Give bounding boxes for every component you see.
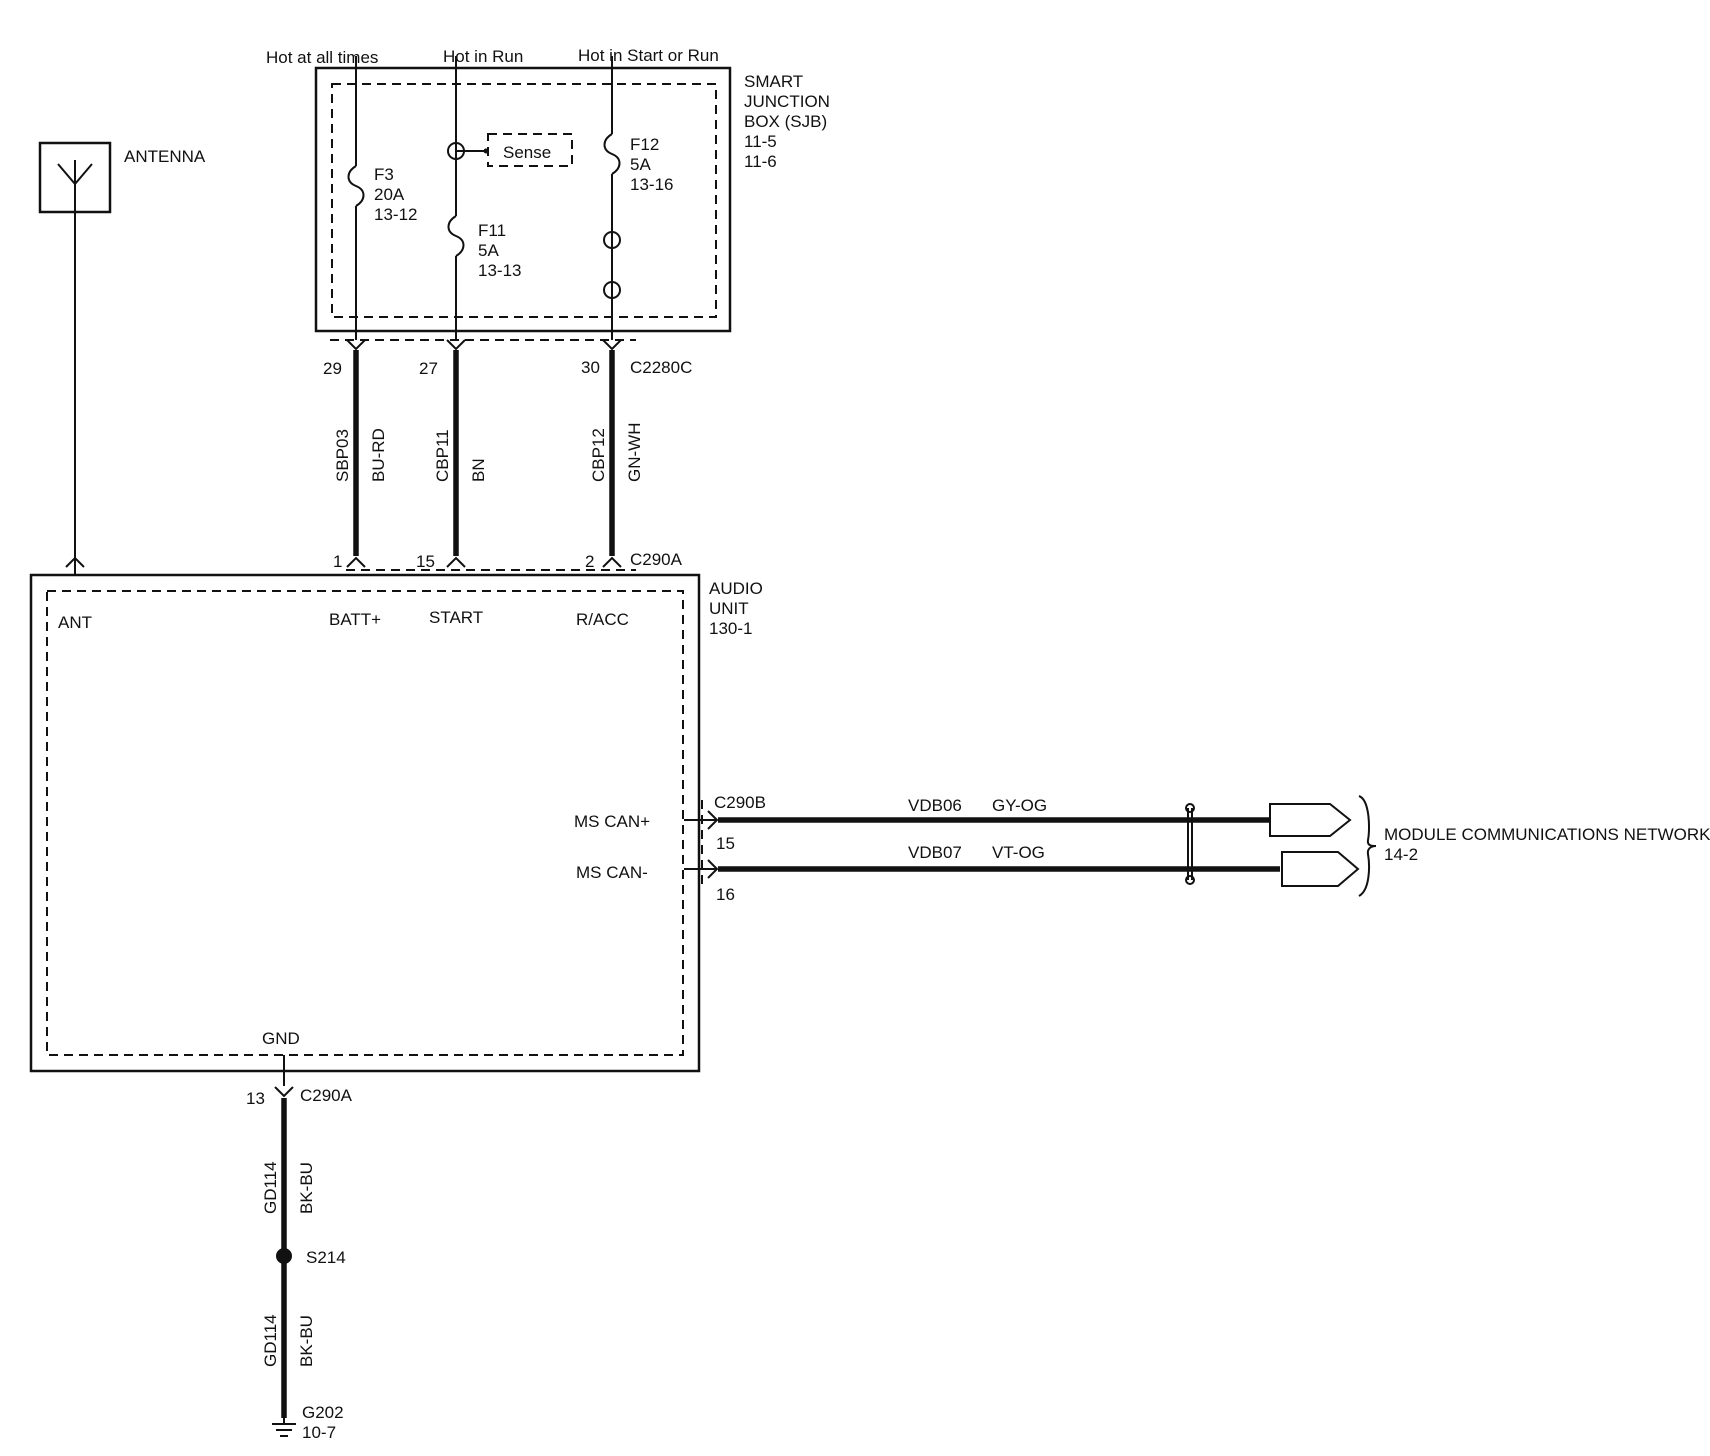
ground-circuit-id: GD114 xyxy=(261,1161,280,1214)
can-minus-color: VT-OG xyxy=(992,843,1045,862)
circuit-cbp11-id: CBP11 xyxy=(433,429,452,482)
splice-s214-icon xyxy=(276,1248,292,1264)
circuit-cbp12-color: GN-WH xyxy=(625,423,644,482)
fuse-f12-name: F12 xyxy=(630,135,659,154)
audio-unit-label-line2: UNIT xyxy=(709,599,749,618)
connector-pin-icon xyxy=(346,556,366,568)
network-label-line1: MODULE COMMUNICATIONS NETWORK xyxy=(1384,825,1710,844)
fuse-f3-ref: 13-12 xyxy=(374,205,417,224)
sjb-label-line2: JUNCTION xyxy=(744,92,830,111)
audio-unit-outline xyxy=(29,573,701,1073)
ground-g202-ref: 10-7 xyxy=(302,1423,336,1442)
sjb-connector-c2280c: C2280C xyxy=(630,358,692,377)
audio-pin-label-ms-can-plus: MS CAN+ xyxy=(574,812,650,831)
connector-pin-icon xyxy=(707,859,719,879)
circuit-cbp12-id: CBP12 xyxy=(589,428,608,482)
sjb-ref-1: 11-5 xyxy=(744,132,777,151)
audio-connector-c290a: C290A xyxy=(630,550,683,569)
can-plus-circuit: VDB06 xyxy=(908,796,962,815)
circuit-junction-icon xyxy=(603,231,621,249)
circuit-sbp03-id: SBP03 xyxy=(333,429,352,482)
antenna-label: ANTENNA xyxy=(124,147,206,166)
audio-pin-2: 2 xyxy=(585,552,594,571)
ground-g202-label: G202 xyxy=(302,1403,344,1422)
network-connector-icon xyxy=(1281,851,1360,887)
antenna-icon xyxy=(57,160,93,212)
fuse-f3-icon xyxy=(347,165,365,207)
sjb-outline xyxy=(314,66,732,333)
audio-pin-label-ant: ANT xyxy=(58,613,92,632)
fuse-f11-icon xyxy=(447,215,465,257)
ground-circuit2-color: BK-BU xyxy=(297,1315,316,1367)
fuse-f12-rating: 5A xyxy=(630,155,651,174)
source-hot-at-all-times: Hot at all times xyxy=(266,48,378,67)
can-minus-circuit: VDB07 xyxy=(908,843,962,862)
connector-pin-icon xyxy=(446,556,466,568)
fuse-f12-icon xyxy=(603,133,621,175)
connector-pin-icon xyxy=(346,339,366,351)
connector-pin-icon xyxy=(446,339,466,351)
fuse-f3-rating: 20A xyxy=(374,185,405,204)
can-pin-15: 15 xyxy=(716,834,735,853)
audio-pin-1: 1 xyxy=(333,552,342,571)
audio-unit-inner-outline xyxy=(46,590,684,1056)
circuit-cbp11-color: BN xyxy=(469,458,488,482)
audio-unit-label-line1: AUDIO xyxy=(709,579,763,598)
sjb-ref-2: 11-6 xyxy=(744,152,777,171)
audio-pin-label-start: START xyxy=(429,608,483,627)
audio-pin-label-gnd: GND xyxy=(262,1029,300,1048)
audio-pin-label-ms-can-minus: MS CAN- xyxy=(576,863,648,882)
twisted-pair-icon xyxy=(1185,803,1195,885)
ground-pin-13: 13 xyxy=(246,1089,265,1108)
sense-box xyxy=(487,133,573,167)
connector-pin-icon xyxy=(65,556,85,568)
sjb-pin-29: 29 xyxy=(323,359,342,378)
can-pin-16: 16 xyxy=(716,885,735,904)
sense-label: Sense xyxy=(503,143,551,162)
can-plus-color: GY-OG xyxy=(992,796,1047,815)
fuse-f11-ref: 13-13 xyxy=(478,261,521,280)
connector-pin-icon xyxy=(274,1086,294,1098)
audio-pin-15: 15 xyxy=(416,552,435,571)
sjb-pin-30: 30 xyxy=(581,358,600,377)
ground-circuit-color: BK-BU xyxy=(297,1162,316,1214)
network-connector-icon xyxy=(1269,803,1352,837)
sjb-label-line3: BOX (SJB) xyxy=(744,112,827,131)
ground-circuit2-id: GD114 xyxy=(261,1314,280,1367)
sjb-label-line1: SMART xyxy=(744,72,803,91)
audio-unit-ref: 130-1 xyxy=(709,619,752,638)
source-hot-in-start-or-run: Hot in Start or Run xyxy=(578,46,719,65)
audio-pin-label-batt: BATT+ xyxy=(329,610,381,629)
connector-pin-icon xyxy=(707,810,719,830)
network-label-line2: 14-2 xyxy=(1384,845,1418,864)
circuit-junction-icon xyxy=(603,281,621,299)
fuse-f3-name: F3 xyxy=(374,165,394,184)
ground-g202-icon xyxy=(272,1418,296,1437)
audio-pin-label-racc: R/ACC xyxy=(576,610,629,629)
circuit-sbp03-color: BU-RD xyxy=(369,428,388,482)
splice-s214-label: S214 xyxy=(306,1248,346,1267)
connector-pin-icon xyxy=(602,556,622,568)
sjb-inner-outline xyxy=(331,83,717,318)
can-connector-c290b: C290B xyxy=(714,793,766,812)
fuse-f11-rating: 5A xyxy=(478,241,499,260)
fuse-f12-ref: 13-16 xyxy=(630,175,673,194)
source-hot-in-run: Hot in Run xyxy=(443,47,523,66)
connector-pin-icon xyxy=(602,339,622,351)
sjb-pin-27: 27 xyxy=(419,359,438,378)
fuse-f11-name: F11 xyxy=(478,221,506,240)
network-brace-icon xyxy=(1358,795,1377,897)
ground-connector-c290a: C290A xyxy=(300,1086,353,1105)
